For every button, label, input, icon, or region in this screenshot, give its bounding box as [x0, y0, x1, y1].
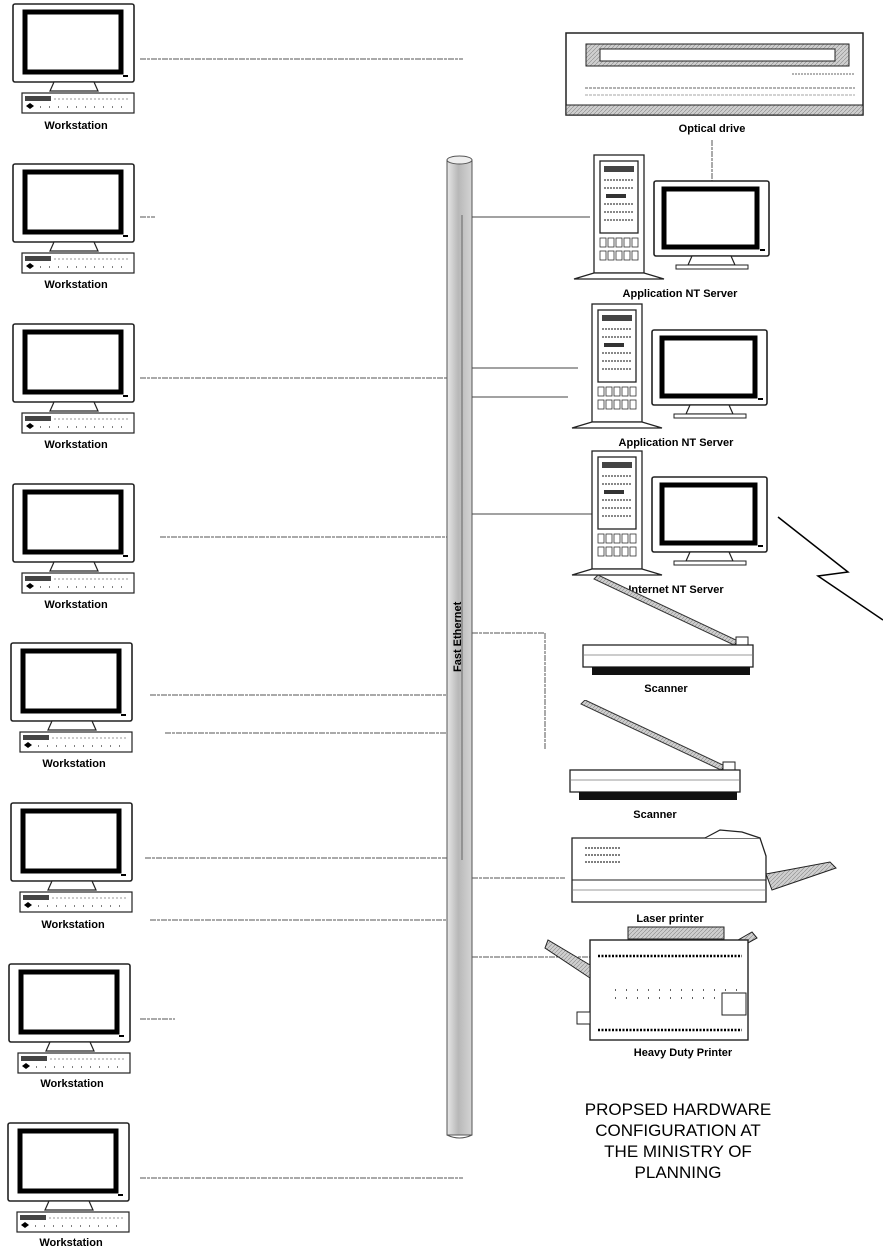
workstation-3: Workstation — [13, 324, 134, 451]
application-server-2: Application NT Server — [572, 304, 767, 449]
workstation-label: Workstation — [44, 279, 108, 291]
server-label: Application NT Server — [623, 288, 739, 300]
workstation-1: Workstation — [13, 4, 134, 132]
fast-ethernet-backbone: Fast Ethernet — [446, 155, 473, 1139]
workstation-connections — [140, 58, 463, 1179]
workstation-8: Workstation — [8, 1123, 129, 1249]
server-label: Internet NT Server — [628, 584, 724, 596]
workstation-6: Workstation — [11, 803, 132, 931]
workstation-label: Workstation — [39, 1237, 103, 1249]
scanner-label: Scanner — [633, 809, 677, 821]
workstation-label: Workstation — [42, 758, 106, 770]
scanner-2: Scanner — [569, 700, 741, 821]
workstation-2: Workstation — [13, 164, 134, 291]
internet-server: Internet NT Server — [572, 451, 767, 596]
laser-printer: Laser printer — [571, 829, 837, 925]
scanner-label: Scanner — [644, 683, 688, 695]
workstation-label: Workstation — [44, 439, 108, 451]
workstation-7: Workstation — [9, 964, 130, 1090]
workstation-label: Workstation — [44, 120, 108, 132]
laser-printer-label: Laser printer — [636, 913, 704, 925]
diagram-title: PROPSED HARDWARE CONFIGURATION AT THE MI… — [585, 1100, 771, 1182]
lightning-bolt-icon — [777, 516, 883, 621]
optical-drive-label: Optical drive — [679, 123, 746, 135]
heavy-duty-printer: Heavy Duty Printer — [544, 926, 758, 1059]
server-label: Application NT Server — [619, 437, 735, 449]
workstation-label: Workstation — [41, 919, 105, 931]
optical-drive: Optical drive — [565, 32, 864, 135]
scanner-1: Scanner — [582, 575, 754, 695]
workstation-label: Workstation — [40, 1078, 104, 1090]
workstation-label: Workstation — [44, 599, 108, 611]
workstation-4: Workstation — [13, 484, 134, 611]
device-connections — [472, 140, 713, 958]
title-line-3: THE MINISTRY OF — [604, 1142, 752, 1161]
title-line-2: CONFIGURATION AT — [595, 1121, 761, 1140]
workstation-5: Workstation — [11, 643, 132, 770]
heavy-duty-printer-label: Heavy Duty Printer — [634, 1047, 733, 1059]
application-server-1: Application NT Server — [574, 155, 769, 300]
title-line-4: PLANNING — [635, 1163, 722, 1182]
backbone-label: Fast Ethernet — [452, 601, 464, 672]
title-line-1: PROPSED HARDWARE — [585, 1100, 771, 1119]
